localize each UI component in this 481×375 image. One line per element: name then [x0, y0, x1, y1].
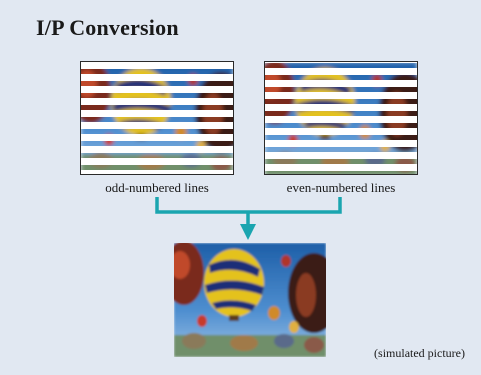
down-arrow-icon [240, 224, 256, 240]
odd-field-image [80, 61, 234, 175]
even-field-image [264, 61, 418, 175]
connector-line [155, 197, 342, 214]
footnote: (simulated picture) [374, 346, 465, 360]
page-title: I/P Conversion [36, 15, 179, 40]
odd-field-label: odd-numbered lines [105, 180, 209, 195]
even-field-label: even-numbered lines [286, 180, 396, 195]
progressive-picture [174, 243, 326, 357]
